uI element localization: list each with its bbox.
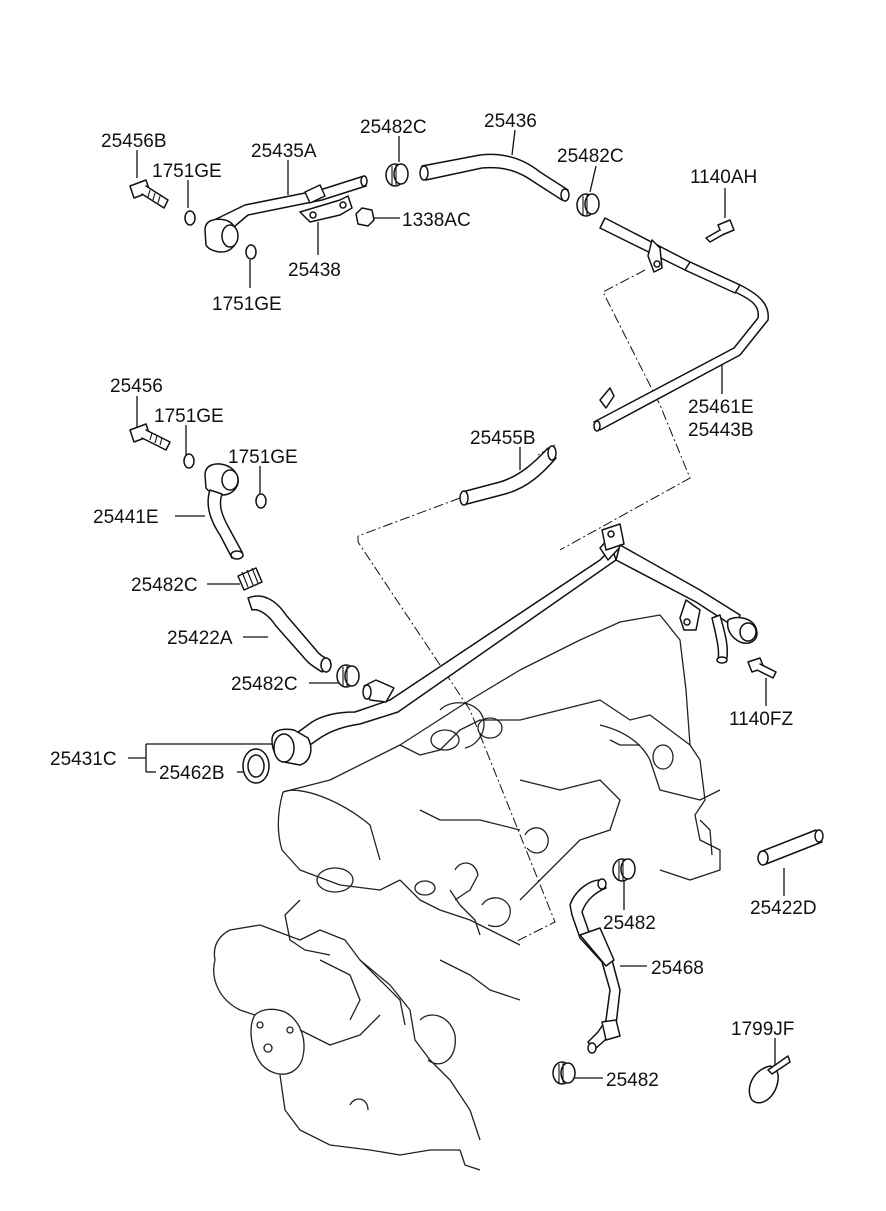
- label-1140FZ: 1140FZ: [729, 709, 793, 730]
- hose-25468: [569, 878, 621, 1054]
- clamp-25482-b: [552, 1061, 576, 1085]
- bolt-1140AH: [705, 219, 735, 243]
- label-25482C-a: 25482C: [360, 117, 427, 138]
- label-25436: 25436: [484, 111, 537, 132]
- clamp-25482-a: [612, 858, 636, 882]
- label-1338AC: 1338AC: [402, 210, 471, 231]
- label-25461E: 25461E: [688, 397, 754, 418]
- nut-1338AC: [355, 207, 375, 227]
- label-25456: 25456: [110, 376, 163, 397]
- label-25422A: 25422A: [167, 628, 233, 649]
- label-25431C: 25431C: [50, 749, 117, 770]
- label-25482-b: 25482: [606, 1070, 659, 1091]
- bracket-25438: [299, 195, 353, 223]
- leader-lines: [128, 129, 785, 1079]
- pipe-25441E: [204, 463, 244, 560]
- label-1751GE-d: 1751GE: [228, 447, 298, 468]
- bolt-25456B: [129, 179, 169, 209]
- pipe-25461E: [593, 217, 769, 432]
- hose-25422A: [247, 595, 332, 673]
- reference-dash-lines: [357, 269, 691, 943]
- hose-25436: [419, 153, 570, 202]
- label-25435A: 25435A: [251, 141, 317, 162]
- gasket-25462B: [242, 748, 270, 784]
- washer-1751GE-b: [245, 244, 257, 260]
- label-25441E: 25441E: [93, 507, 159, 528]
- hose-25455B: [459, 445, 557, 506]
- washer-1751GE-a: [184, 210, 196, 226]
- label-25455B: 25455B: [470, 428, 536, 449]
- clamp-25482C-a: [385, 163, 409, 187]
- part-labels: 25456B 1751GE 25435A 25482C 25436 25482C…: [50, 111, 817, 1091]
- bolt-25456: [129, 423, 171, 451]
- clamp-25482C-c: [237, 567, 263, 591]
- label-25443B: 25443B: [688, 420, 754, 441]
- clip-1799JF: [748, 1055, 791, 1104]
- clamp-25482C-b: [576, 193, 600, 217]
- engine-block: [213, 614, 721, 1171]
- hose-25422D: [757, 829, 824, 866]
- label-1751GE-b: 1751GE: [212, 294, 282, 315]
- washer-1751GE-c: [183, 453, 195, 469]
- washer-1751GE-d: [255, 493, 267, 509]
- label-25422D: 25422D: [750, 898, 817, 919]
- pipe-25435A: [204, 175, 368, 253]
- label-25482-a: 25482: [603, 913, 656, 934]
- label-1751GE-a: 1751GE: [152, 161, 222, 182]
- pipe-25431C: [271, 523, 758, 766]
- label-25482C-c: 25482C: [131, 575, 198, 596]
- label-25456B: 25456B: [101, 131, 167, 152]
- label-1751GE-c: 1751GE: [154, 406, 224, 427]
- label-1799JF: 1799JF: [731, 1019, 794, 1040]
- label-25482C-b: 25482C: [557, 146, 624, 167]
- clamp-25482C-d: [336, 664, 360, 688]
- label-25462B: 25462B: [159, 763, 225, 784]
- label-25482C-d: 25482C: [231, 674, 298, 695]
- label-25438: 25438: [288, 260, 341, 281]
- label-1140AH: 1140AH: [690, 167, 757, 188]
- label-25468: 25468: [651, 958, 704, 979]
- bolt-1140FZ: [747, 657, 777, 679]
